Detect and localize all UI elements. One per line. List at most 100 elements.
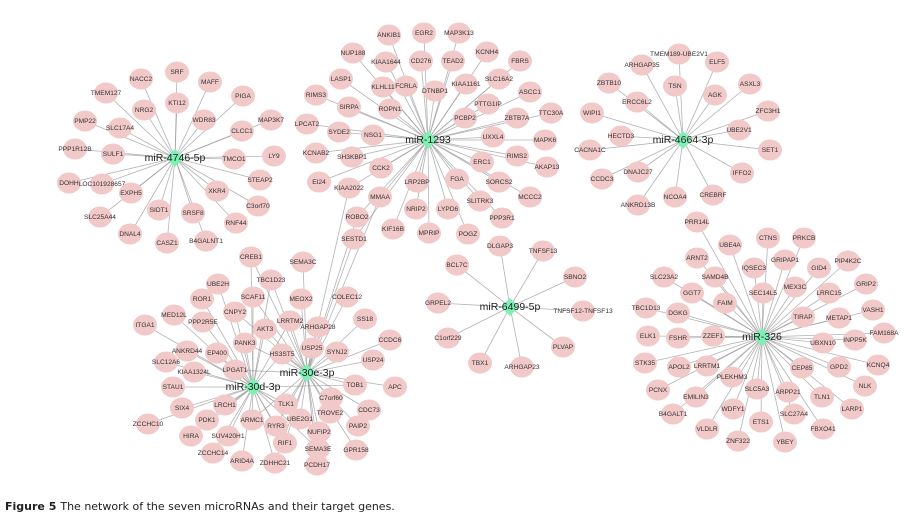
target-gene-node-slc16a2[interactable]: SLC16A2 [485, 68, 514, 90]
mirna-node-mir-4664-3p[interactable]: miR-4664-3p [653, 131, 714, 149]
target-gene-node-ggt7[interactable]: GGT7 [680, 282, 704, 304]
target-gene-node-lypd6[interactable]: LYPD6 [436, 198, 460, 220]
target-gene-node-plekhm3[interactable]: PLEKHM3 [717, 366, 748, 388]
target-gene-node-stk35[interactable]: STK35 [633, 352, 657, 374]
target-gene-node-creb1[interactable]: CREB1 [239, 246, 263, 268]
target-gene-node-mprip[interactable]: MPRIP [417, 222, 441, 244]
target-gene-node-arhgap28[interactable]: ARHGAP28 [300, 316, 336, 338]
target-gene-node-ccdc3[interactable]: CCDC3 [590, 168, 614, 190]
target-gene-node-iqsec3[interactable]: IQSEC3 [742, 257, 767, 279]
target-gene-node-pttg1ip[interactable]: PTTG1IP [474, 93, 502, 115]
target-gene-node-zzef1[interactable]: ZZEF1 [701, 325, 725, 347]
target-gene-node-map3k13[interactable]: MAP3K13 [444, 22, 474, 44]
target-gene-node-steap2[interactable]: STEAP2 [247, 169, 273, 191]
mirna-node-mir-1293[interactable]: miR-1293 [405, 131, 451, 149]
target-gene-node-ryr3[interactable]: RYR3 [264, 415, 288, 437]
target-gene-node-tbc1d23[interactable]: TBC1D23 [257, 269, 286, 291]
target-gene-node-tob1[interactable]: TOB1 [343, 374, 367, 396]
target-gene-node-meox2[interactable]: MEOX2 [289, 288, 313, 310]
target-gene-node-pank3[interactable]: PANK3 [233, 332, 257, 354]
target-gene-node-vldlr[interactable]: VLDLR [695, 418, 719, 440]
target-gene-node-ctns[interactable]: CTNS [756, 227, 780, 249]
target-gene-node-kcnh4[interactable]: KCNH4 [475, 41, 499, 63]
target-gene-node-ppp3r1[interactable]: PPP3R1 [489, 207, 515, 229]
target-gene-node-wdr83[interactable]: WDR83 [192, 109, 216, 131]
target-gene-node-grpel2[interactable]: GRPEL2 [425, 292, 451, 314]
mirna-node-mir-4746-5p[interactable]: miR-4746-5p [145, 149, 206, 167]
target-gene-node-nrg2[interactable]: NRG2 [132, 99, 156, 121]
target-gene-node-ube4a[interactable]: UBE4A [718, 234, 742, 256]
target-gene-node-nup188[interactable]: NUP188 [341, 42, 366, 64]
target-gene-node-exph5[interactable]: EXPH5 [119, 182, 143, 204]
target-gene-node-gid4[interactable]: GID4 [807, 257, 831, 279]
target-gene-node-dohh[interactable]: DOHH [57, 172, 81, 194]
target-gene-node-pdk1[interactable]: PDK1 [195, 409, 219, 431]
target-gene-node-crebrf[interactable]: CREBRF [699, 184, 727, 206]
target-gene-node-bcl7c[interactable]: BCL7C [445, 254, 469, 276]
target-gene-node-casz1[interactable]: CASZ1 [155, 232, 179, 254]
target-gene-node-ttc30a[interactable]: TTC30A [539, 102, 564, 124]
target-gene-node-cdc73[interactable]: CDC73 [357, 399, 381, 421]
target-gene-node-slitrk3[interactable]: SLITRK3 [467, 190, 494, 212]
target-gene-node-ube2v1[interactable]: UBE2V1 [726, 119, 752, 141]
target-gene-node-kcnq4[interactable]: KCNQ4 [866, 354, 890, 376]
target-gene-node-arnt2[interactable]: ARNT2 [685, 247, 709, 269]
target-gene-node-c7orf60[interactable]: C7orf60 [319, 387, 343, 409]
target-gene-node-sema3c[interactable]: SEMA3C [289, 251, 317, 273]
target-gene-node-lrrtm1[interactable]: LRRTM1 [694, 355, 721, 377]
target-gene-node-cep85[interactable]: CEP85 [790, 357, 814, 379]
target-gene-node-lrch1[interactable]: LRCH1 [213, 394, 237, 416]
target-gene-node-itga1[interactable]: ITGA1 [133, 314, 157, 336]
target-gene-node-ropn1[interactable]: ROPN1 [378, 98, 402, 120]
target-gene-node-fcrla[interactable]: FCRLA [394, 75, 418, 97]
target-gene-node-tlk1[interactable]: TLK1 [274, 393, 298, 415]
target-gene-node-nrip2[interactable]: NRIP2 [404, 198, 428, 220]
target-gene-node-gpr158[interactable]: GPR158 [343, 439, 369, 461]
target-gene-node-sh3kbp1[interactable]: SH3KBP1 [337, 146, 367, 168]
target-gene-node-grip2[interactable]: GRIP2 [854, 273, 878, 295]
target-gene-node-zbtb10[interactable]: ZBTB10 [597, 72, 622, 94]
target-gene-node-sema3e[interactable]: SEMA3E [305, 438, 332, 460]
target-gene-node-sestd1[interactable]: SESTD1 [341, 228, 367, 250]
target-gene-node-klhl11[interactable]: KLHL11 [371, 76, 395, 98]
target-gene-node-b4galnt1[interactable]: B4GALNT1 [189, 230, 223, 252]
target-gene-node-mccc2[interactable]: MCCC2 [518, 186, 542, 208]
target-gene-node-c1orf229[interactable]: C1orf229 [434, 327, 462, 349]
target-gene-node-zcchc10[interactable]: ZCCHC10 [133, 413, 164, 435]
target-gene-node-samd4b[interactable]: SAMD4B [701, 266, 729, 288]
target-gene-node-fga[interactable]: FGA [445, 168, 469, 190]
target-gene-node-dtnbp1[interactable]: DTNBP1 [422, 80, 448, 102]
target-gene-node-dnal4[interactable]: DNAL4 [118, 223, 142, 245]
target-gene-node-lrrtm2[interactable]: LRRTM2 [277, 310, 304, 332]
target-gene-node-dlgap3[interactable]: DLGAP3 [487, 235, 513, 257]
target-gene-node-pcdh17[interactable]: PCDH17 [304, 454, 330, 476]
target-gene-node-synj2[interactable]: SYNJ2 [325, 341, 349, 363]
target-gene-node-dnajc27[interactable]: DNAJC27 [623, 161, 653, 183]
target-gene-node-akap13[interactable]: AKAP13 [535, 156, 560, 178]
target-gene-node-asxl3[interactable]: ASXL3 [738, 73, 762, 95]
target-gene-node-cd276[interactable]: CD276 [409, 50, 433, 72]
target-gene-node-ercc6l2[interactable]: ERCC6L2 [622, 91, 652, 113]
target-gene-node-sbno2[interactable]: SBNO2 [563, 266, 587, 288]
target-gene-node-tirap[interactable]: TIRAP [791, 306, 815, 328]
target-gene-node-cnpy2[interactable]: CNPY2 [223, 301, 247, 323]
target-gene-node-ep400[interactable]: EP400 [205, 342, 229, 364]
target-gene-node-suv420h1[interactable]: SUV420H1 [212, 425, 245, 447]
target-gene-node-pogz[interactable]: POGZ [456, 223, 480, 245]
target-gene-node-elf5[interactable]: ELF5 [705, 51, 729, 73]
target-gene-node-cck2[interactable]: CCK2 [369, 157, 393, 179]
target-gene-node-ei24[interactable]: EI24 [307, 171, 331, 193]
target-gene-node-dgkg[interactable]: DGKG [666, 302, 690, 324]
target-gene-node-inpp5k[interactable]: INPP5K [843, 329, 867, 351]
target-gene-node-fbxo41[interactable]: FBXO41 [810, 418, 836, 440]
target-gene-node-syde2[interactable]: SYDE2 [327, 121, 351, 143]
target-gene-node-ubxn10[interactable]: UBXN10 [810, 332, 836, 354]
target-gene-node-lasp1[interactable]: LASP1 [329, 68, 353, 90]
target-gene-node-tmco1[interactable]: TMCO1 [222, 148, 246, 170]
target-gene-node-pip4k2c[interactable]: PIP4K2C [834, 250, 862, 272]
target-gene-node-arhgap35[interactable]: ARHGAP35 [624, 54, 660, 76]
target-gene-node-egr2[interactable]: EGR2 [412, 22, 436, 44]
target-gene-node-wdfy1[interactable]: WDFY1 [721, 398, 745, 420]
target-gene-node-lpcat2[interactable]: LPCAT2 [295, 113, 320, 135]
target-gene-node-ankrd44[interactable]: ANKRD44 [172, 340, 203, 362]
